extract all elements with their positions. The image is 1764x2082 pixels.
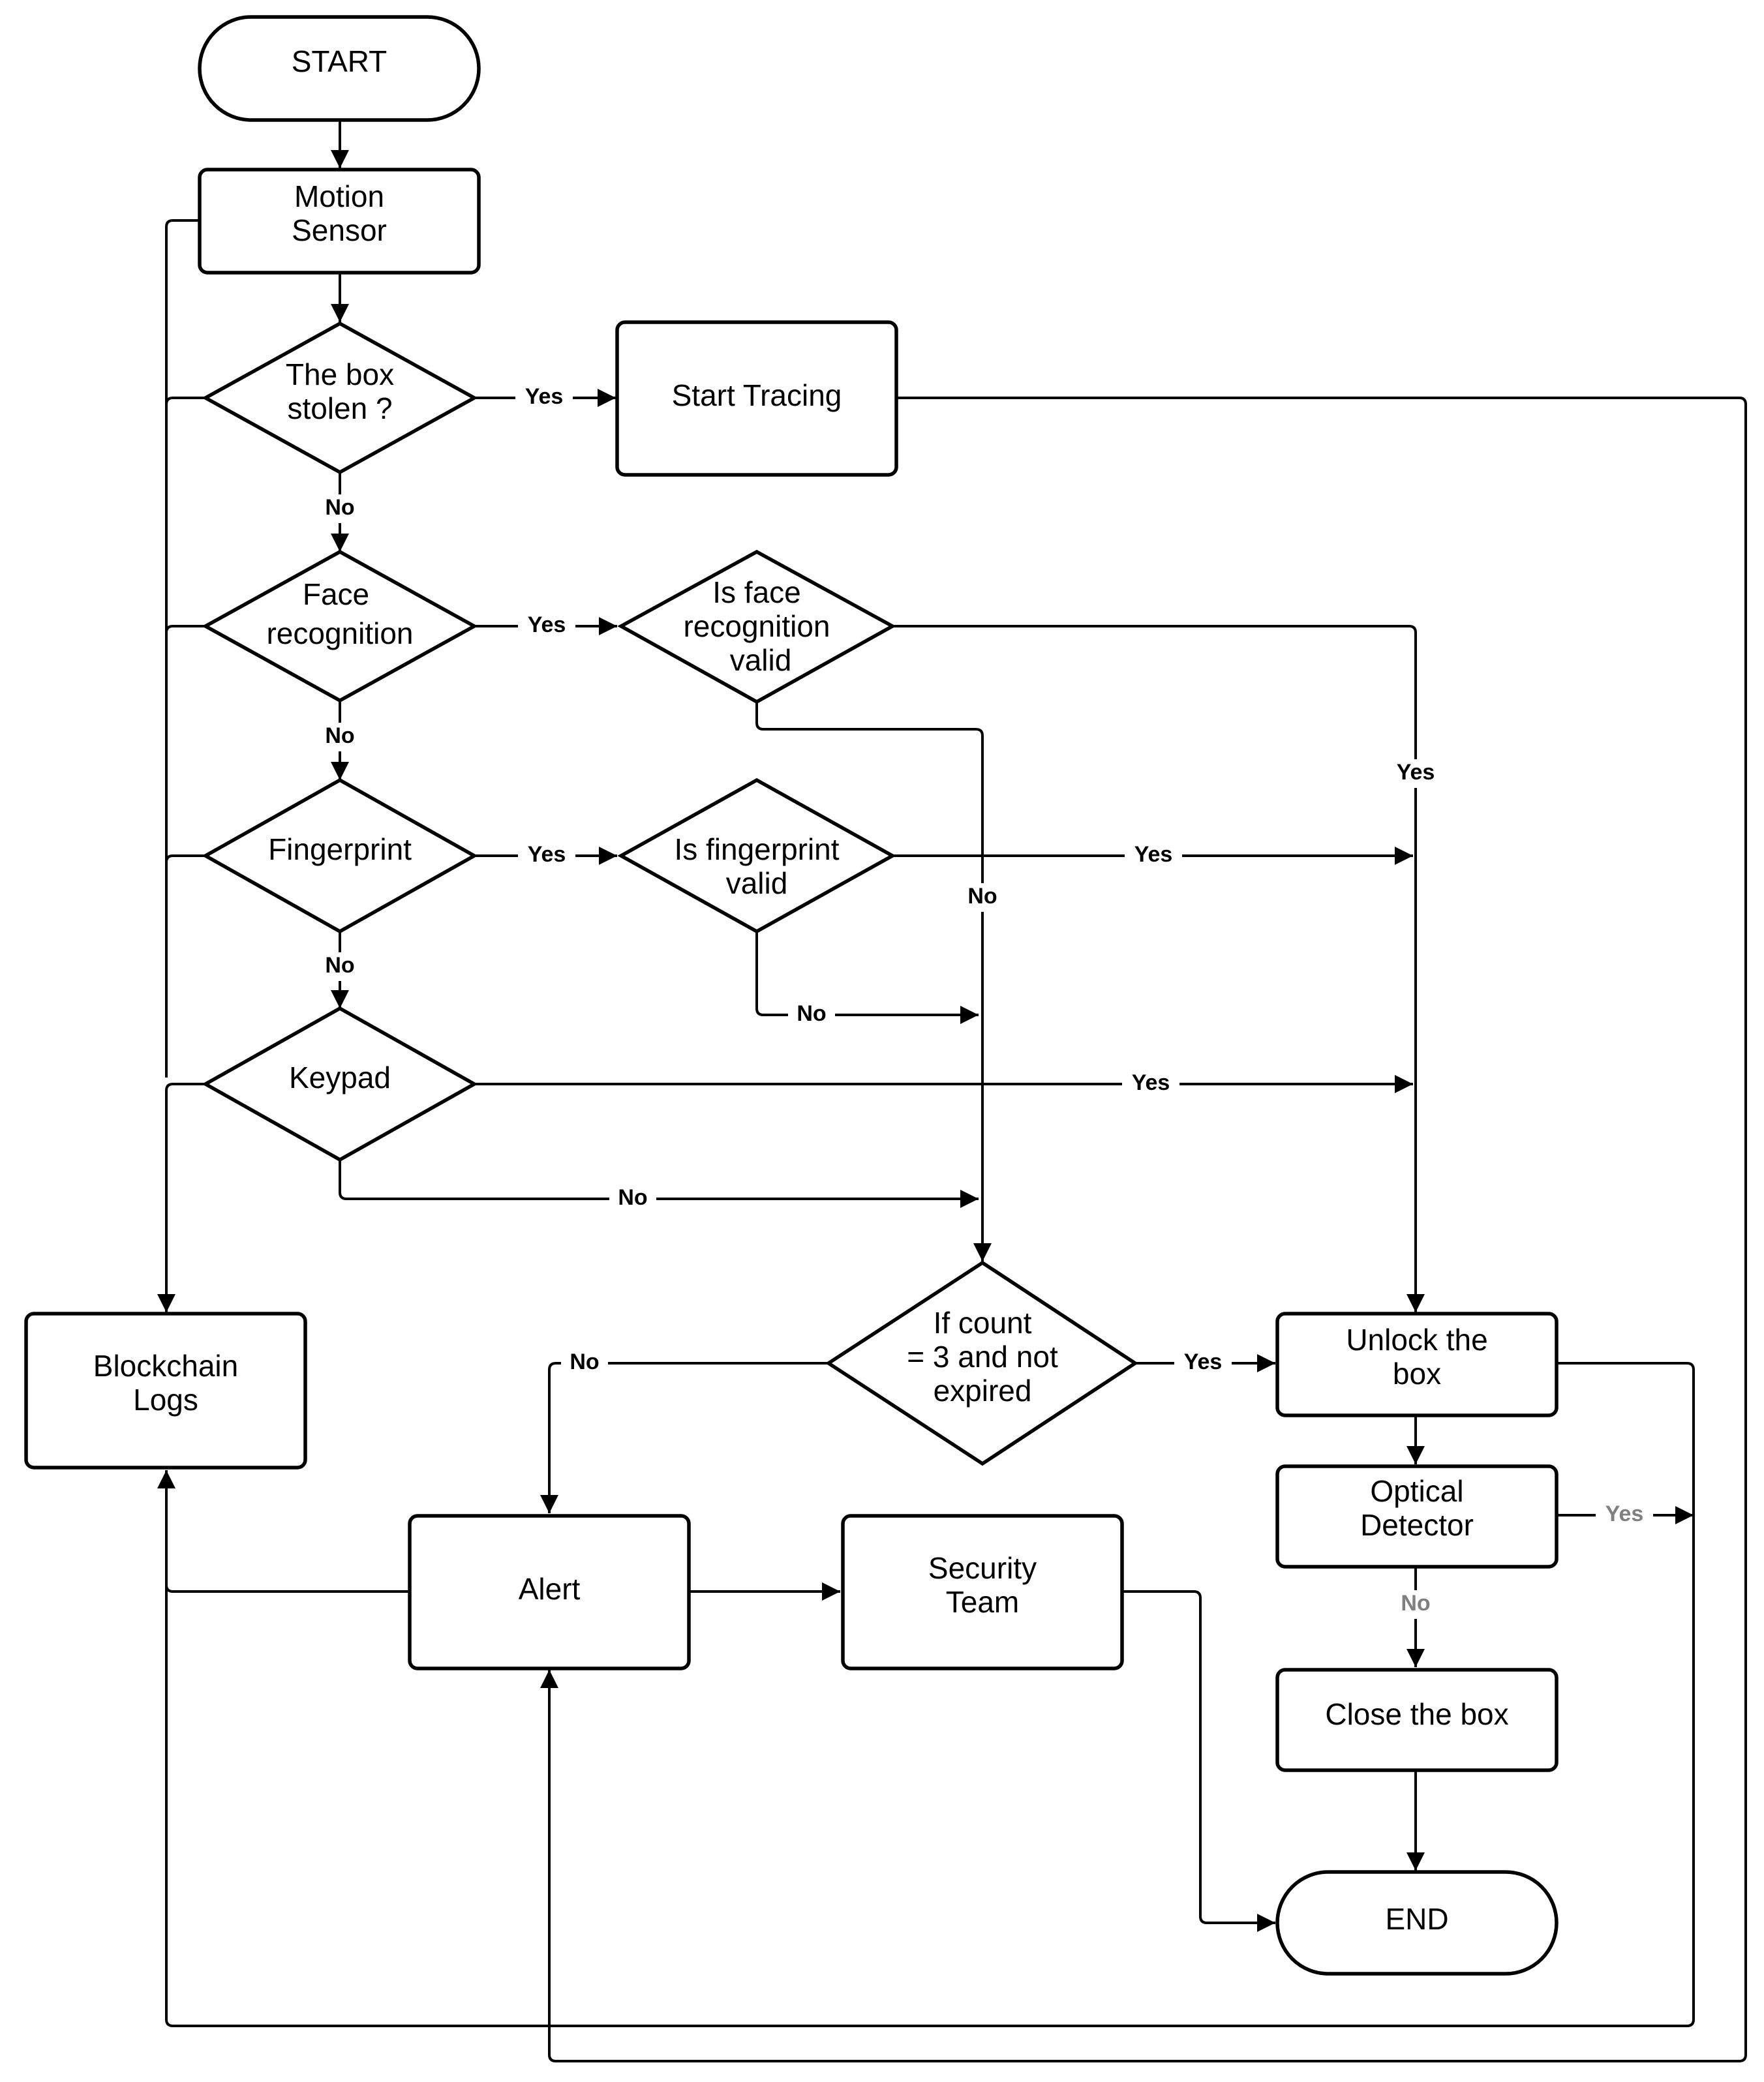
label-count-no: No — [570, 1350, 599, 1374]
edge-keypad-no-count — [339, 1160, 979, 1208]
label-stolen-no: No — [325, 495, 354, 520]
optical-detector-label-line-1: Optical — [1370, 1474, 1463, 1508]
edge-facevalid-yes-unlock — [892, 625, 1425, 1312]
face-recognition-label-line-2: recognition — [266, 616, 413, 650]
edge-motion-blockchain — [165, 219, 200, 1078]
edges — [157, 120, 1747, 2062]
label-face-yes: Yes — [528, 612, 566, 637]
unlock-box-process[interactable]: Unlock the box — [1275, 1312, 1559, 1417]
label-fingervalid-yes: Yes — [1134, 842, 1173, 867]
edge-labels: Yes No Yes No Yes No Yes No Yes No Yes N… — [316, 384, 1653, 1619]
edge-stolen-blockchain — [165, 397, 205, 1078]
unlock-box-label-line-2: box — [1393, 1357, 1441, 1391]
start-tracing-process[interactable]: Start Tracing — [615, 320, 898, 477]
optical-detector-label-line-2: Detector — [1360, 1508, 1474, 1542]
box-stolen-label-line-2: stolen ? — [287, 391, 392, 425]
edge-alert-blockchain — [157, 1470, 408, 1593]
box-stolen-label-line-1: The box — [286, 357, 394, 391]
edge-facevalid-no-count — [755, 702, 992, 1261]
count-check-label-line-3: expired — [934, 1374, 1032, 1408]
optical-detector-process[interactable]: Optical Detector — [1275, 1464, 1559, 1569]
keypad-decision[interactable]: Keypad — [202, 1006, 478, 1162]
label-optical-no: No — [1401, 1591, 1430, 1616]
keypad-label: Keypad — [289, 1061, 391, 1094]
security-team-label-line-1: Security — [928, 1551, 1037, 1585]
unlock-box-label-line-1: Unlock the — [1346, 1323, 1487, 1357]
close-box-process[interactable]: Close the box — [1275, 1668, 1559, 1772]
start-label: START — [292, 44, 388, 78]
security-team-label-line-2: Team — [946, 1585, 1019, 1619]
nodes: START Motion Sensor The box stolen ? Sta… — [24, 15, 1559, 1976]
security-team-process[interactable]: Security Team — [841, 1514, 1124, 1670]
face-recognition-label-line-1: Face — [303, 577, 369, 611]
fingerprint-decision[interactable]: Fingerprint — [202, 777, 478, 934]
fingerprint-label: Fingerprint — [268, 832, 412, 866]
label-count-yes: Yes — [1184, 1350, 1223, 1374]
face-valid-label-line-3: valid — [730, 643, 792, 677]
end-label: END — [1385, 1902, 1448, 1936]
fingerprint-valid-decision[interactable]: Is fingerprint valid — [617, 777, 896, 934]
label-keypad-yes: Yes — [1132, 1070, 1170, 1095]
edge-face-blockchain — [165, 625, 205, 1078]
edge-tracing-alert — [540, 397, 1747, 2062]
alert-process[interactable]: Alert — [408, 1514, 691, 1670]
motion-sensor-process[interactable]: Motion Sensor — [198, 168, 481, 275]
end-terminal[interactable]: END — [1275, 1870, 1559, 1976]
edge-security-end — [1121, 1590, 1275, 1932]
blockchain-logs-label-line-2: Logs — [133, 1383, 198, 1417]
label-optical-yes: Yes — [1605, 1501, 1644, 1526]
box-stolen-decision[interactable]: The box stolen ? — [202, 321, 478, 475]
blockchain-logs-process[interactable]: Blockchain Logs — [24, 1312, 307, 1470]
face-valid-label-line-1: Is face — [712, 575, 801, 609]
label-finger-no: No — [325, 953, 354, 978]
close-box-label: Close the box — [1325, 1697, 1508, 1731]
label-stolen-yes: Yes — [525, 384, 564, 409]
label-facevalid-no: No — [967, 884, 997, 909]
face-recognition-decision[interactable]: Face recognition — [202, 549, 478, 703]
label-keypad-no: No — [618, 1185, 647, 1210]
blockchain-logs-label-line-1: Blockchain — [93, 1349, 238, 1383]
count-check-decision[interactable]: If count = 3 and not expired — [825, 1260, 1139, 1466]
motion-sensor-label-line-1: Motion — [294, 179, 384, 213]
face-valid-label-line-2: recognition — [683, 609, 830, 643]
edge-finger-blockchain — [165, 854, 205, 1078]
start-terminal[interactable]: START — [198, 15, 481, 122]
edge-fingervalid-no-count — [755, 931, 979, 1024]
alert-label: Alert — [519, 1572, 581, 1606]
edge-unlock-blockchain — [165, 1362, 1695, 2027]
face-valid-decision[interactable]: Is face recognition valid — [617, 549, 896, 704]
label-fingervalid-no: No — [797, 1001, 826, 1026]
fingerprint-valid-label-line-1: Is fingerprint — [674, 832, 839, 866]
motion-sensor-label-line-2: Sensor — [292, 213, 387, 247]
label-face-no: No — [325, 723, 354, 748]
start-tracing-label: Start Tracing — [672, 378, 842, 412]
edge-count-no-alert — [540, 1362, 829, 1513]
count-check-label-line-1: If count — [934, 1306, 1032, 1340]
label-finger-yes: Yes — [528, 842, 566, 867]
fingerprint-valid-label-line-2: valid — [726, 866, 788, 900]
label-facevalid-yes: Yes — [1397, 760, 1435, 785]
count-check-label-line-2: = 3 and not — [907, 1340, 1058, 1374]
edge-keypad-blockchain — [157, 1083, 205, 1312]
